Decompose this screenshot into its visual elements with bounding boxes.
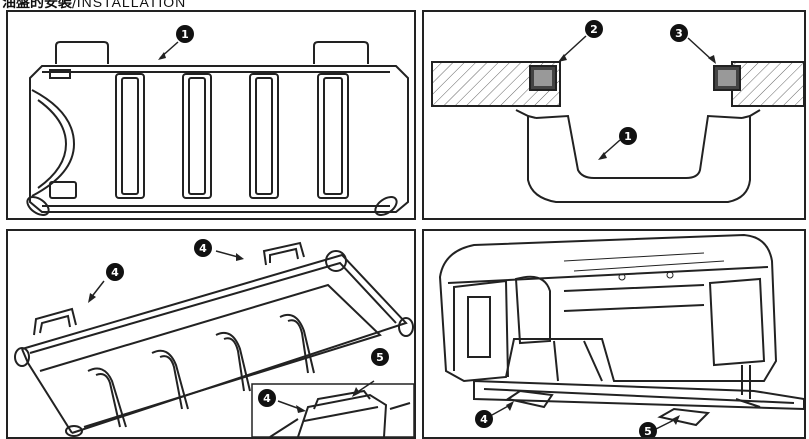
hinge-detail-inset: 5 4 [251, 348, 414, 437]
pan-groove [279, 313, 315, 374]
bed-plate [473, 379, 804, 411]
pan-foot [65, 425, 83, 437]
pan-clip [49, 181, 77, 199]
page-title: 油盤的安裝/INSTALLATION [2, 0, 187, 11]
pan-hinge-tab-left [55, 41, 109, 64]
callout-number: 2 [590, 23, 598, 36]
machine-head-on-pan-panel: 4 5 [422, 229, 806, 439]
title-chinese: 油盤的安裝 [2, 0, 72, 11]
pan-cutout [31, 89, 76, 197]
table-slab-right [731, 61, 804, 107]
oil-pan-top-view-drawing: 1 [26, 25, 409, 216]
callout-number: 4 [111, 266, 119, 279]
callout-5-badge: 5 [371, 348, 389, 366]
title-english: INSTALLATION [76, 0, 187, 10]
title-separator: / [72, 0, 77, 11]
pan-groove [87, 367, 127, 428]
oil-pan-perspective-view-panel: 4 4 5 4 [6, 229, 416, 439]
callout-4-badge: 4 [258, 389, 276, 407]
callout-4-badge: 4 [194, 239, 212, 257]
callout-1-badge: 1 [619, 127, 637, 145]
pan-foot [398, 317, 414, 337]
pan-section-outline [515, 109, 761, 203]
callout-number: 5 [376, 351, 384, 364]
pan-groove [182, 73, 212, 199]
oil-pan-top-view-panel: 1 [6, 10, 416, 220]
oil-pan-section-view-panel: 2 3 1 [422, 10, 806, 220]
hinge [505, 389, 554, 409]
pan-foot [374, 196, 398, 216]
handwheel [467, 296, 491, 358]
callout-number: 3 [675, 27, 683, 40]
leader-arrowhead [158, 52, 166, 60]
machine-arm-outline [438, 233, 778, 383]
pan-groove [317, 73, 349, 199]
pan-groove [249, 73, 279, 199]
pan-groove [215, 331, 251, 392]
machine-head-drawing: 4 5 [438, 233, 804, 437]
pan-corner-knob [325, 250, 347, 272]
callout-2-badge: 2 [585, 20, 603, 38]
callout-number: 1 [181, 28, 189, 41]
pan-outline [29, 65, 409, 213]
pan-foot [14, 347, 30, 367]
callout-4-badge: 4 [475, 410, 493, 428]
pan-groove [151, 349, 189, 410]
callout-number: 4 [480, 413, 488, 426]
hinge-right [262, 241, 305, 266]
callout-number: 4 [263, 392, 271, 405]
callout-3-badge: 3 [670, 24, 688, 42]
oil-pan-perspective-drawing: 4 4 5 4 [14, 239, 414, 437]
pan-hinge-tab-right [313, 41, 369, 64]
callout-5-badge: 5 [639, 422, 657, 437]
callout-1-badge: 1 [176, 25, 194, 43]
hinge-left [33, 307, 77, 336]
pan-groove [115, 73, 145, 199]
callout-4-badge: 4 [106, 263, 124, 281]
callout-number: 5 [644, 425, 652, 437]
pan-foot [26, 196, 50, 216]
hinge-cushion [657, 407, 711, 427]
callout-number: 4 [199, 242, 207, 255]
callout-number: 1 [624, 130, 632, 143]
machine-head-cover [708, 277, 766, 367]
oil-pan-section-drawing: 2 3 1 [431, 20, 804, 203]
